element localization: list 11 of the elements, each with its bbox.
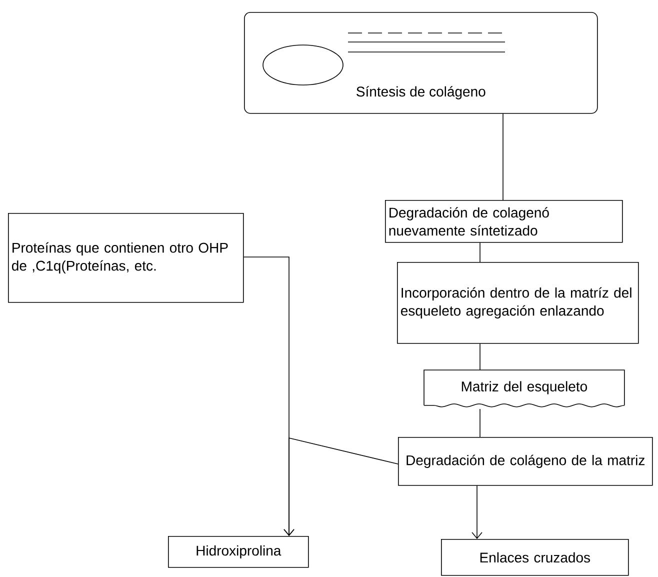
process-box: Degradación de colagenó nuevamente síntetizado [385,200,623,243]
process-box: Proteínas que contienen otro OHP de ,C1q(Proteínas, etc. [8,213,244,303]
process-box: Incorporación dentro de la matríz del esqueleto agregación enlazando [397,262,639,344]
process-box: Enlaces cruzados [441,539,629,576]
connector [472,485,482,539]
wavy-box: Matriz del esqueleto [424,370,625,408]
process-box: Hidroxiprolina [168,536,309,568]
process-box: Degradación de colágeno de la matriz [398,437,653,486]
connector [284,437,398,536]
connector [502,113,504,200]
rounded-box: Síntesis de colágeno [244,12,598,114]
